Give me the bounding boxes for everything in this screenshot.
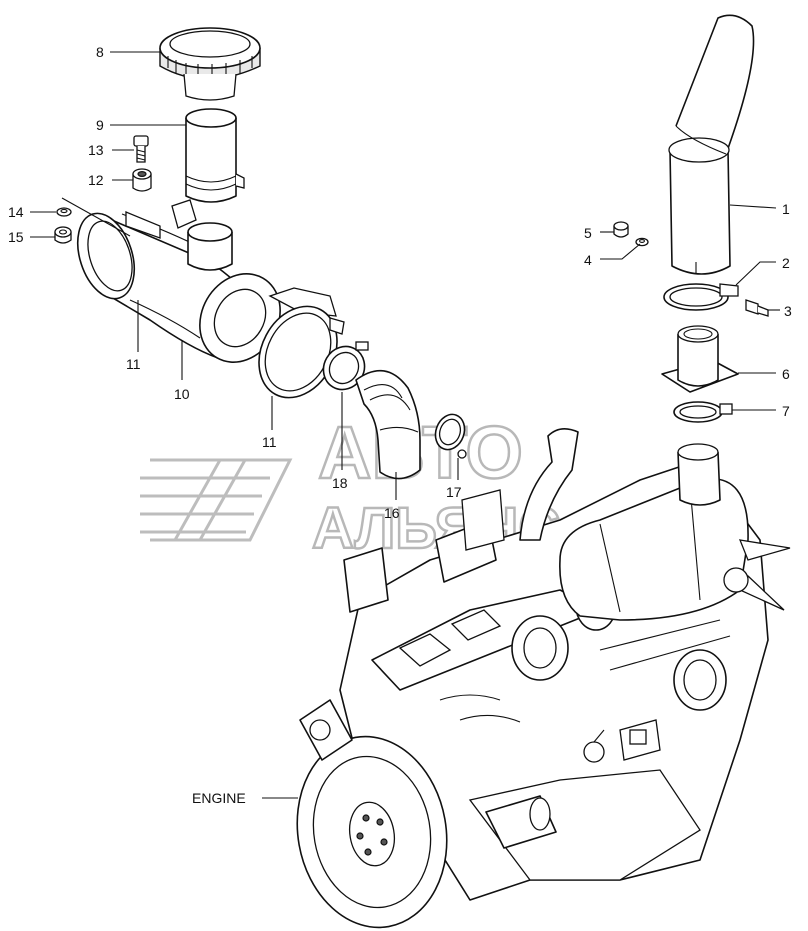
callout-18: 18 bbox=[332, 475, 348, 491]
callout-11-left: 11 bbox=[126, 356, 141, 372]
part-1-exhaust-stack bbox=[668, 14, 755, 275]
callout-1: 1 bbox=[782, 201, 790, 217]
callout-labels: 1 2 3 4 5 6 7 8 9 10 11 11 12 13 14 15 1… bbox=[8, 44, 792, 806]
part-7-clamp bbox=[673, 401, 733, 423]
leader-lines bbox=[30, 51, 780, 799]
part-2-clamp bbox=[663, 283, 739, 311]
callout-13: 13 bbox=[88, 142, 104, 158]
part-11-clamp-ring bbox=[258, 305, 345, 399]
engine-label: ENGINE bbox=[192, 790, 246, 806]
part-12-spacer bbox=[132, 168, 152, 192]
callout-17: 17 bbox=[446, 484, 462, 500]
callout-2: 2 bbox=[782, 255, 790, 271]
part-15-nut bbox=[54, 226, 72, 244]
part-16-elbow-hose bbox=[355, 369, 421, 480]
callout-4: 4 bbox=[584, 252, 592, 268]
part-13-bolt bbox=[133, 135, 149, 163]
part-9-intake-tube bbox=[185, 108, 245, 203]
callout-5: 5 bbox=[584, 225, 592, 241]
callout-3: 3 bbox=[784, 303, 792, 319]
callout-11-right: 11 bbox=[262, 434, 277, 450]
part-4-washer bbox=[635, 237, 649, 247]
part-17-clamp bbox=[434, 413, 467, 459]
callout-7: 7 bbox=[782, 403, 790, 419]
part-14-washer bbox=[56, 207, 72, 217]
callout-10: 10 bbox=[174, 386, 190, 402]
callout-9: 9 bbox=[96, 117, 104, 133]
callout-12: 12 bbox=[88, 172, 104, 188]
callout-8: 8 bbox=[96, 44, 104, 60]
callout-14: 14 bbox=[8, 204, 24, 220]
engine-illustration bbox=[296, 428, 791, 929]
callout-16: 16 bbox=[384, 505, 400, 521]
watermark-emblem bbox=[140, 458, 293, 542]
callout-6: 6 bbox=[782, 366, 790, 382]
part-5-nut bbox=[613, 221, 629, 238]
part-6-flange-tube bbox=[661, 325, 739, 393]
callout-15: 15 bbox=[8, 229, 24, 245]
part-8-precleaner-cap bbox=[159, 27, 261, 101]
part-10-air-cleaner bbox=[76, 199, 337, 363]
part-3-bolt bbox=[745, 299, 769, 317]
